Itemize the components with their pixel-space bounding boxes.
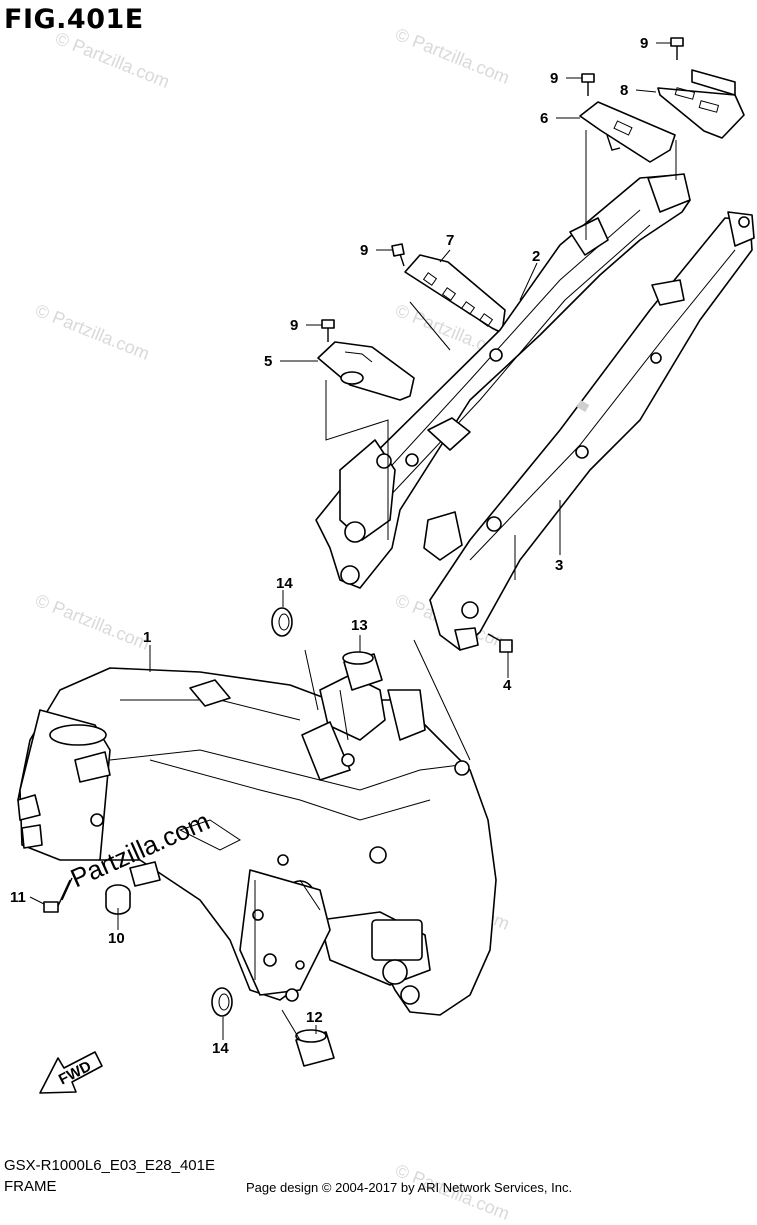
callout-5: 5 [264, 353, 272, 370]
page-credit: Page design © 2004-2017 by ARI Network S… [246, 1180, 573, 1195]
figure-title: FIG.401E [4, 4, 144, 35]
callout-9: 9 [290, 317, 298, 334]
collar-upper-part [342, 651, 383, 691]
callout-9: 9 [550, 70, 558, 87]
parts-diagram: FIG.401E © Partzilla.com © Partzilla.com… [4, 4, 755, 1224]
callout-12: 12 [306, 1009, 323, 1026]
frame-part [17, 667, 497, 1016]
cushion-part [211, 607, 293, 1017]
callout-14: 14 [212, 1040, 229, 1057]
callout-13: 13 [351, 617, 368, 634]
callout-6: 6 [540, 110, 548, 127]
callout-3: 3 [555, 557, 563, 574]
model-code: GSX-R1000L6_E03_E28_401E [4, 1157, 215, 1174]
bracket-front-part [317, 341, 415, 401]
callout-labels: 9 9 9 9 8 6 7 2 5 3 14 1 13 4 11 10 12 1… [10, 35, 648, 1057]
bracket-rear-part [579, 101, 676, 163]
plate-rear-part [657, 69, 745, 139]
bolt-front-part [43, 877, 73, 913]
callout-7: 7 [446, 232, 454, 249]
callout-11: 11 [10, 889, 26, 906]
screw-part [321, 37, 684, 342]
bolt-part [487, 633, 513, 653]
collar-front-part [105, 884, 131, 915]
section-name: FRAME [4, 1178, 57, 1195]
leader-lines [29, 42, 677, 1041]
exploded-view: FWD 9 9 9 9 8 6 7 2 5 3 14 1 13 4 11 10 … [10, 35, 755, 1094]
callout-14: 14 [276, 575, 293, 592]
collar-lower-part [295, 1029, 335, 1067]
seat-rail-upper-part [315, 173, 691, 589]
callout-8: 8 [620, 82, 628, 99]
fwd-arrow-icon: FWD [39, 1051, 103, 1094]
callout-9: 9 [360, 242, 368, 259]
callout-2: 2 [532, 248, 540, 265]
seat-rail-lower-part [423, 211, 755, 651]
callout-10: 10 [108, 930, 125, 947]
callout-4: 4 [503, 677, 512, 694]
plate-center-part [404, 254, 506, 334]
callout-9: 9 [640, 35, 648, 52]
callout-1: 1 [143, 629, 151, 646]
